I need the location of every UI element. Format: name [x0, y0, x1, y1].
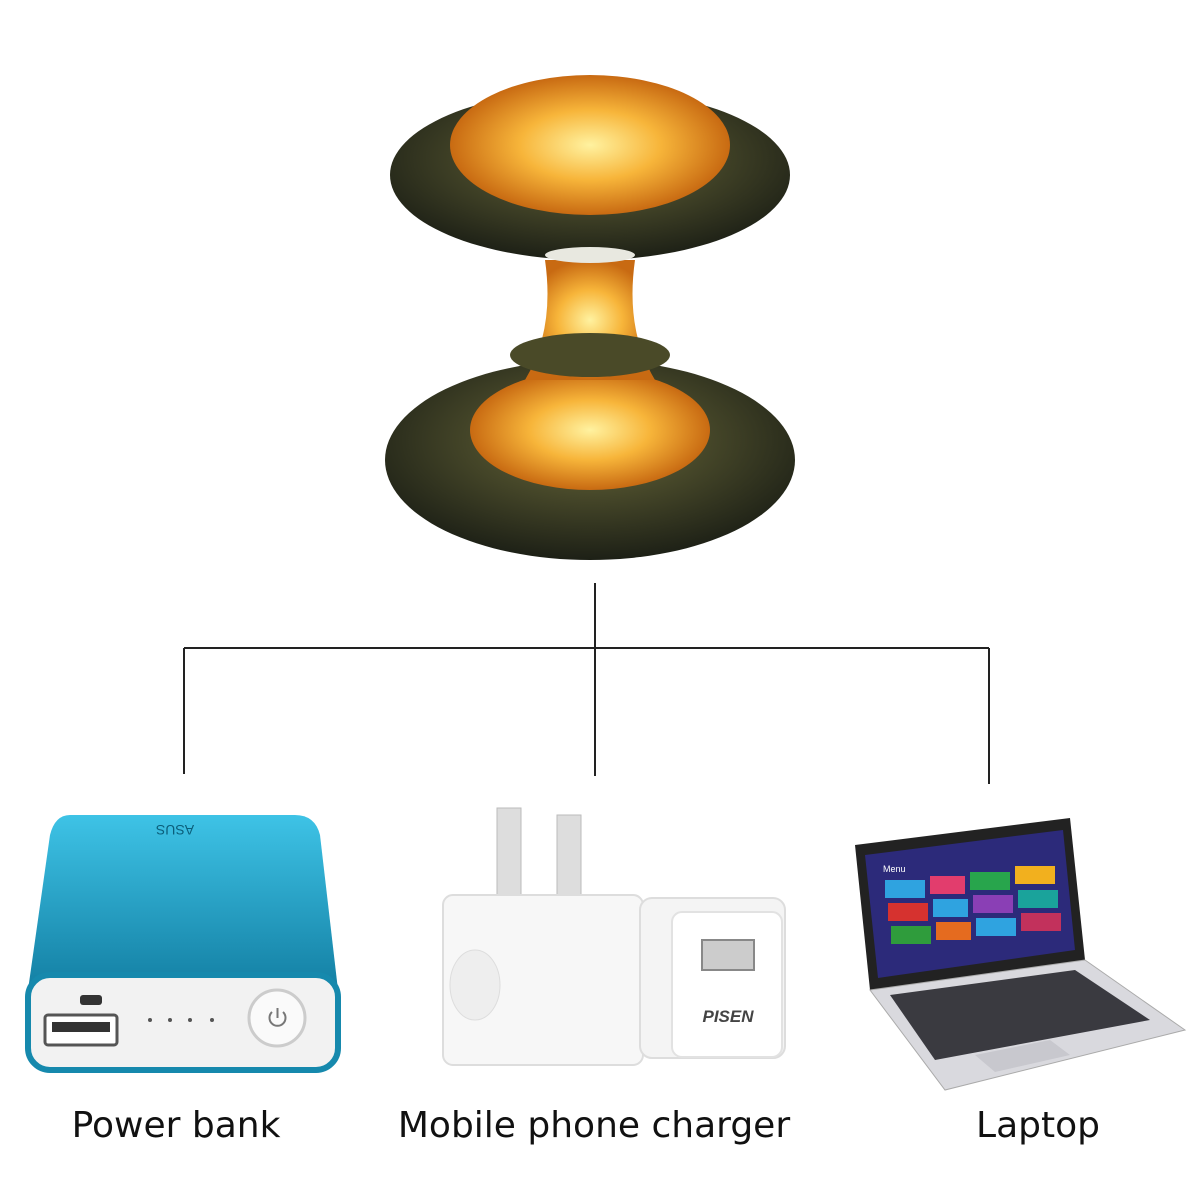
- svg-text:Menu: Menu: [883, 864, 906, 874]
- power-bank-image: ASUS: [25, 815, 341, 1073]
- label-power-bank: Power bank: [71, 1105, 281, 1146]
- label-laptop: Laptop: [976, 1105, 1100, 1146]
- phone-charger-image: PISEN: [442, 807, 786, 1066]
- label-mobile-phone-charger: Mobile phone charger: [397, 1105, 791, 1146]
- laptop-image: Menu: [855, 818, 1187, 1091]
- mushroom-cloud-lamp-image: [385, 75, 795, 560]
- connector-lines: [183, 583, 990, 784]
- svg-text:PISEN: PISEN: [702, 1007, 754, 1026]
- svg-text:ASUS: ASUS: [156, 822, 194, 838]
